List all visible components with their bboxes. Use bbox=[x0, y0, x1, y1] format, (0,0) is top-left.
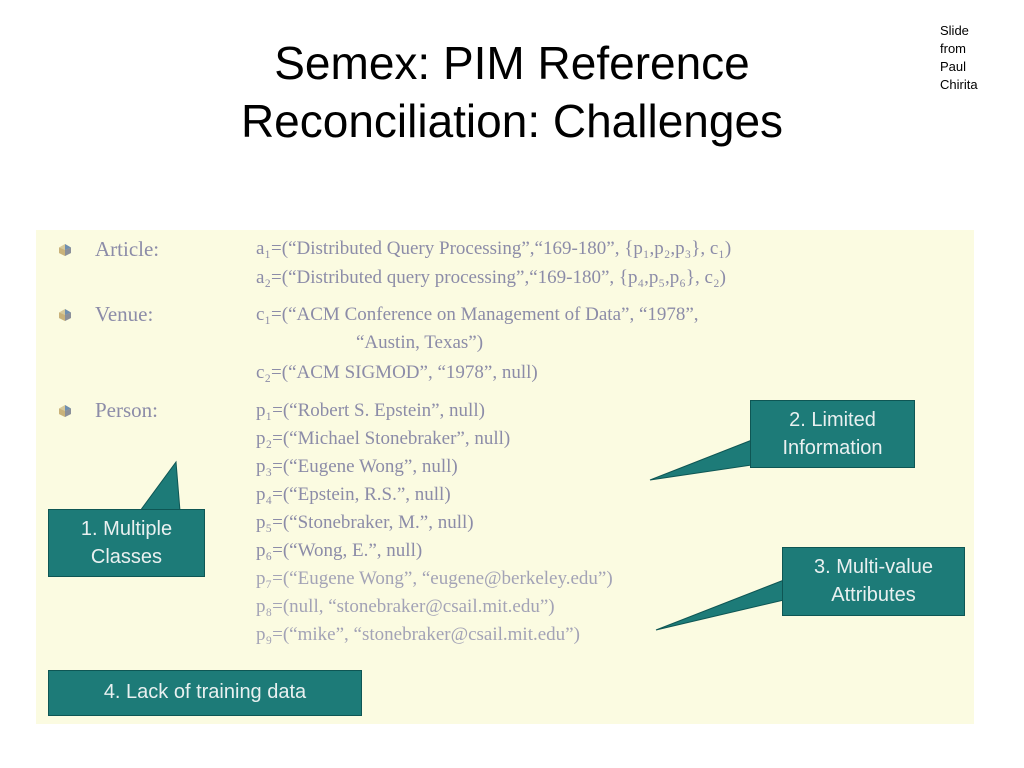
callout-multi-value-line2: Attributes bbox=[831, 584, 916, 606]
credit-line-4: Chirita bbox=[940, 77, 978, 92]
pointer-multi-value bbox=[655, 579, 785, 631]
article-a1: a₁=(“Distributed Query Processing”,“169-… bbox=[256, 238, 732, 259]
slide-title: Semex: PIM Reference Reconciliation: Cha… bbox=[0, 34, 1024, 150]
callout-multiple-classes-line2: Classes bbox=[90, 546, 163, 568]
venue-heading: Venue: bbox=[95, 302, 154, 326]
callout-multiple-classes: 1. Multiple Classes bbox=[48, 509, 205, 577]
callout-training-line1: 4. Lack of training data bbox=[103, 681, 307, 703]
person-p5: p₅=(“Stonebraker, M.”, null) bbox=[256, 512, 474, 533]
content-panel bbox=[36, 230, 974, 724]
callout-multi-value-line1: 3. Multi-value bbox=[814, 556, 933, 578]
callout-limited-info-line1: 2. Limited bbox=[789, 409, 876, 431]
person-p9: p₉=(“mike”, “stonebraker@csail.mit.edu”) bbox=[256, 624, 580, 645]
pointer-multiple-classes bbox=[139, 460, 181, 512]
person-p1: p₁=(“Robert S. Epstein”, null) bbox=[256, 400, 485, 421]
person-p8: p₈=(null, “stonebraker@csail.mit.edu”) bbox=[256, 596, 555, 617]
article-a2: a₂=(“Distributed query processing”,“169-… bbox=[256, 267, 726, 288]
person-heading: Person: bbox=[95, 398, 158, 422]
slide-credit: Slide from Paul Chirita bbox=[940, 22, 978, 94]
bullet-icon bbox=[59, 309, 71, 321]
credit-line-3: Paul bbox=[940, 59, 967, 74]
title-line-2: Reconciliation: Challenges bbox=[240, 95, 784, 147]
bullet-icon bbox=[59, 405, 71, 417]
bullet-icon bbox=[59, 244, 71, 256]
callout-lack-of-training-data: 4. Lack of training data bbox=[48, 670, 362, 716]
article-heading: Article: bbox=[95, 237, 160, 261]
venue-c1: c₁=(“ACM Conference on Management of Dat… bbox=[256, 304, 699, 325]
callout-multi-value-attributes: 3. Multi-value Attributes bbox=[782, 547, 965, 616]
venue-c2: c₂=(“ACM SIGMOD”, “1978”, null) bbox=[256, 362, 538, 383]
callout-limited-information: 2. Limited Information bbox=[750, 400, 915, 468]
person-p6: p₆=(“Wong, E.”, null) bbox=[256, 540, 423, 561]
credit-line-1: Slide bbox=[940, 23, 969, 38]
person-p3: p₃=(“Eugene Wong”, null) bbox=[256, 456, 458, 477]
person-p7: p₇=(“Eugene Wong”, “eugene@berkeley.edu”… bbox=[256, 568, 613, 589]
title-line-1: Semex: PIM Reference bbox=[274, 37, 750, 89]
callout-limited-info-line2: Information bbox=[782, 437, 883, 459]
person-p2: p₂=(“Michael Stonebraker”, null) bbox=[256, 428, 511, 449]
pointer-limited-info bbox=[649, 439, 753, 481]
credit-line-2: from bbox=[940, 41, 966, 56]
callout-multiple-classes-line1: 1. Multiple bbox=[80, 518, 173, 540]
venue-c1-location: “Austin, Texas”) bbox=[356, 332, 484, 353]
person-p4: p₄=(“Epstein, R.S.”, null) bbox=[256, 484, 451, 505]
